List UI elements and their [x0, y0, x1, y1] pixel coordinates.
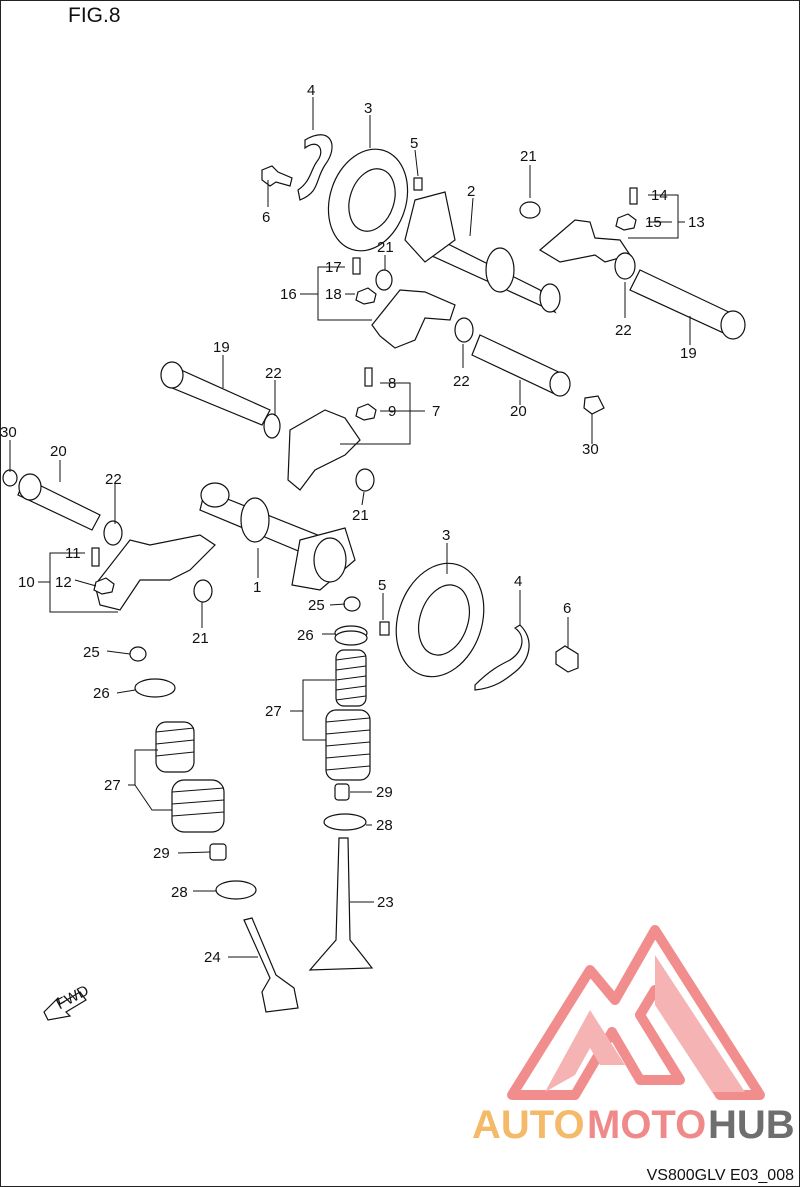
watermark-logo [507, 925, 765, 1100]
reference-code: VS800GLV E03_008 [646, 1167, 794, 1184]
callout-4: 4 [307, 82, 315, 99]
callout-21: 21 [377, 239, 394, 256]
callout-12: 12 [55, 574, 72, 591]
callout-22: 22 [615, 322, 632, 339]
callout-19: 19 [213, 339, 230, 356]
callout-30: 30 [582, 441, 599, 458]
callout-7: 7 [432, 403, 440, 420]
front-camshaft-group [2, 361, 377, 611]
callout-2: 2 [467, 183, 475, 200]
leader-lines [9, 97, 691, 958]
callout-8: 8 [388, 375, 396, 392]
figure-title: FIG.8 [68, 4, 121, 27]
callout-26: 26 [297, 627, 314, 644]
callout-30: 30 [0, 424, 17, 441]
callout-23: 23 [377, 894, 394, 911]
intake-valve-group [129, 646, 299, 1013]
callout-27: 27 [265, 703, 282, 720]
callout-4: 4 [514, 573, 522, 590]
callout-21: 21 [520, 148, 537, 165]
watermark-auto: AUTO [472, 1103, 585, 1147]
callout-26: 26 [93, 685, 110, 702]
callout-20: 20 [50, 443, 67, 460]
callout-10: 10 [18, 574, 35, 591]
callout-14: 14 [651, 187, 668, 204]
callout-29: 29 [376, 784, 393, 801]
callout-22: 22 [265, 365, 282, 382]
callout-22: 22 [453, 373, 470, 390]
exhaust-valve-group [308, 596, 374, 971]
callout-13: 13 [688, 214, 705, 231]
callout-3: 3 [442, 527, 450, 544]
callout-29: 29 [153, 845, 170, 862]
watermark-moto: MOTO [587, 1103, 706, 1147]
callout-28: 28 [376, 817, 393, 834]
callout-28: 28 [171, 884, 188, 901]
watermark-hub: HUB [708, 1103, 795, 1147]
callout-21: 21 [192, 630, 209, 647]
rear-camshaft-group [261, 134, 746, 415]
callout-18: 18 [325, 286, 342, 303]
callout-24: 24 [204, 949, 221, 966]
callout-1: 1 [253, 579, 261, 596]
callout-17: 17 [325, 259, 342, 276]
callout-19: 19 [680, 345, 697, 362]
callout-6: 6 [563, 600, 571, 617]
watermark-text: AUTO MOTO HUB [472, 1103, 795, 1147]
callout-3: 3 [364, 100, 372, 117]
callout-16: 16 [280, 286, 297, 303]
callout-21: 21 [352, 507, 369, 524]
front-sprocket-group [379, 562, 579, 691]
callout-25: 25 [308, 597, 325, 614]
callout-20: 20 [510, 403, 527, 420]
callout-5: 5 [410, 135, 418, 152]
callout-27: 27 [104, 777, 121, 794]
callout-11: 11 [65, 545, 81, 562]
callout-6: 6 [262, 209, 270, 226]
callout-9: 9 [388, 403, 396, 420]
callout-15: 15 [645, 214, 662, 231]
callout-22: 22 [105, 471, 122, 488]
callout-25: 25 [83, 644, 100, 661]
callout-labels: 4 3 5 6 2 21 14 15 13 21 17 16 18 22 19 … [0, 82, 705, 966]
callout-5: 5 [378, 577, 386, 594]
fwd-direction-arrow: FWD [43, 982, 92, 1021]
